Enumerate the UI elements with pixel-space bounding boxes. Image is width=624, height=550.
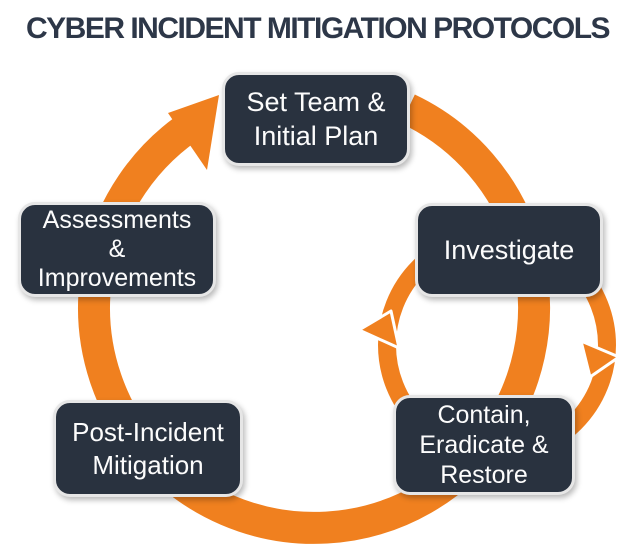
node-label: Set Team & Initial Plan — [246, 87, 386, 151]
node-label: Contain, Eradicate & Restore — [419, 401, 549, 489]
node-set-team-initial-plan: Set Team & Initial Plan — [222, 72, 410, 166]
node-post-incident-mitigation: Post-Incident Mitigation — [53, 400, 243, 497]
sub-loop-right-arrowhead-icon — [579, 339, 621, 379]
sub-loop-left-arrowhead-icon — [357, 309, 401, 350]
node-assessments-improvements: Assessments & Improvements — [18, 202, 216, 297]
node-label: Investigate — [443, 235, 575, 265]
clockwise-arrowhead-icon — [168, 95, 219, 170]
node-label: Assessments & Improvements — [37, 206, 197, 292]
page-title: CYBER INCIDENT MITIGATION PROTOCOLS — [26, 12, 611, 45]
node-contain-eradicate-restore: Contain, Eradicate & Restore — [393, 395, 575, 495]
node-label: Post-Incident Mitigation — [72, 416, 224, 480]
node-investigate: Investigate — [415, 203, 603, 297]
